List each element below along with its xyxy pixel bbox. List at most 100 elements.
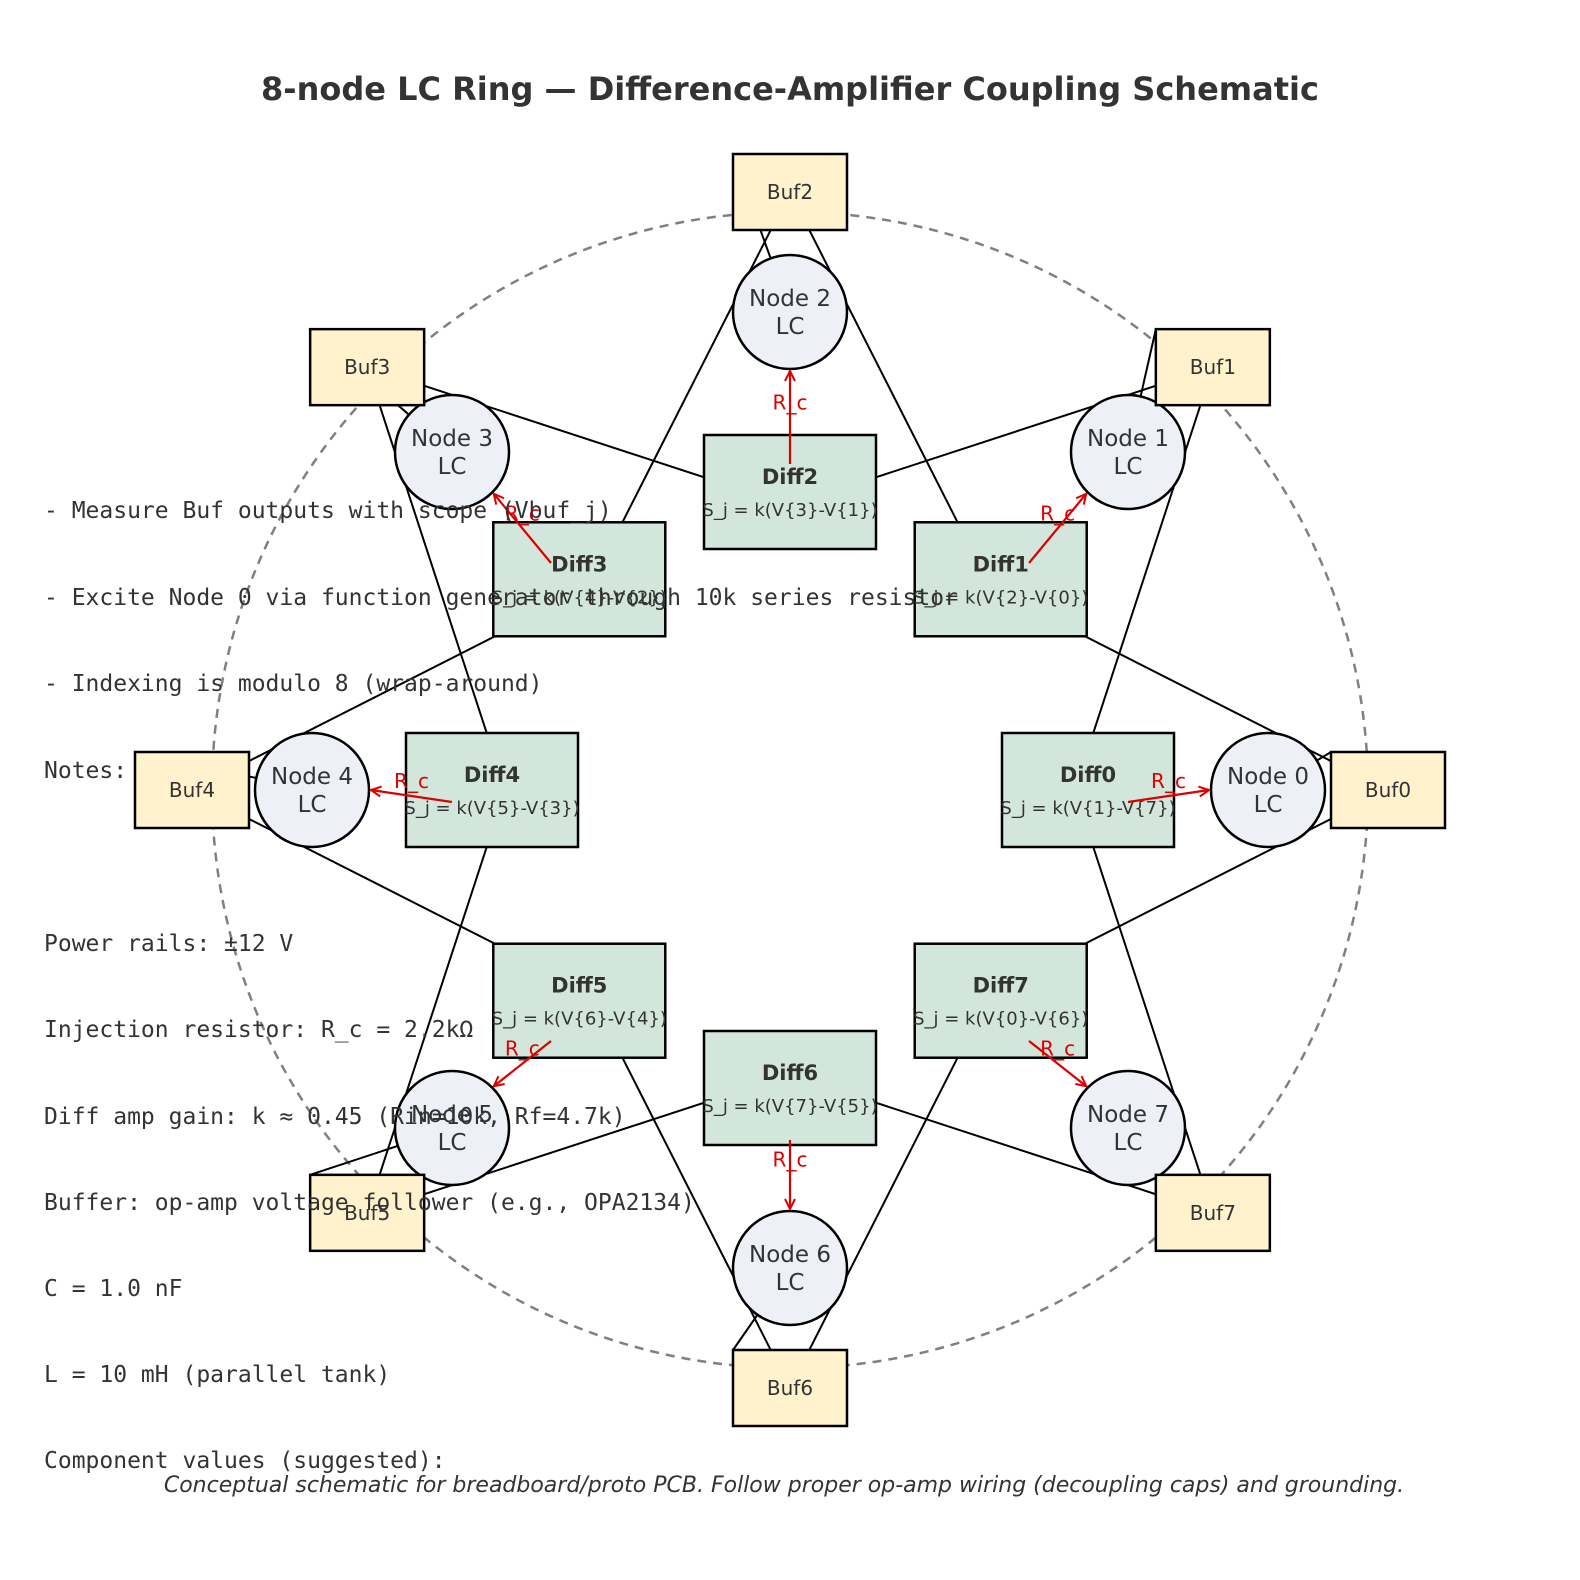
- caption: Conceptual schematic for breadboard/prot…: [164, 1473, 1404, 1498]
- coupling-layer: R_cR_cR_cR_cR_cR_cR_cR_c: [371, 371, 1209, 1209]
- diff-formula: S_j = k(V{2}-V{0}): [913, 587, 1088, 608]
- coupling-arrow: [1028, 1040, 1086, 1086]
- coupling-label: R_c: [505, 1037, 540, 1061]
- buffer-0: Buf0: [1329, 750, 1447, 830]
- buffer-box: [133, 750, 251, 830]
- buffer-diff-wire: [366, 366, 763, 497]
- diff-formula: S_j = k(V{5}-V{3}): [404, 798, 579, 819]
- coupling-label: R_c: [505, 501, 540, 525]
- inductance-text: L = 10 mH (parallel tank): [44, 1362, 390, 1388]
- note-excite: - Excite Node 0 via function generator t…: [44, 585, 958, 611]
- notes-heading: Notes:: [44, 758, 127, 784]
- buffer-diff-wire: [366, 366, 497, 763]
- lc-node-1: Node 1LC: [1069, 393, 1187, 511]
- buffer-label: Buf7: [1190, 1201, 1236, 1225]
- buffer-box: [1329, 750, 1447, 830]
- node-type: LC: [776, 314, 805, 340]
- diff-formula: S_j = k(V{1}-V{7}): [1000, 798, 1175, 819]
- diff-formula: S_j = k(V{3}-V{1}): [702, 500, 877, 521]
- diff-name: Diff3: [551, 552, 607, 576]
- diff-gain-text: Diff amp gain: k ≈ 0.45 (Rin=10k, Rf=4.7…: [44, 1104, 626, 1130]
- lc-node-2: Node 2LC: [731, 253, 849, 371]
- buffer-diff-wire: [789, 1016, 979, 1389]
- buffer-4: Buf4: [133, 750, 251, 830]
- component-values: Power rails: ±12 V Injection resistor: R…: [44, 931, 695, 1474]
- node-circle: [253, 731, 371, 849]
- buffer-diff-wire: [816, 366, 1214, 497]
- node-type: LC: [1114, 1130, 1143, 1156]
- buffer-diff-wire: [1083, 366, 1214, 763]
- buffer-label: Buf5: [344, 1201, 390, 1225]
- node-circle: [731, 253, 849, 371]
- coupling-arrow: [494, 1040, 552, 1086]
- node-circle: [393, 1069, 511, 1187]
- node-type: LC: [1114, 454, 1143, 480]
- coupling-label: R_c: [1040, 501, 1075, 525]
- note-measure: - Measure Buf outputs with scope (Vbuf_j…: [44, 498, 612, 524]
- buffer-text: Buffer: op-amp voltage follower (e.g., O…: [44, 1190, 695, 1216]
- lc-node-3: Node 3LC: [393, 393, 511, 511]
- node-name: Node 3: [411, 426, 493, 452]
- diff-box: [1000, 731, 1176, 849]
- buffer-label: Buf1: [1190, 355, 1236, 379]
- buffer-7: Buf7: [1154, 1173, 1272, 1253]
- notes-upper: - Measure Buf outputs with scope (Vbuf_j…: [44, 498, 958, 784]
- node-type: LC: [776, 1270, 805, 1296]
- node-type: LC: [1254, 792, 1283, 818]
- coupling-label: R_c: [1151, 769, 1186, 793]
- diff-name: Diff2: [762, 465, 818, 489]
- coupling-arrow: [371, 790, 453, 804]
- lc-node-4: Node 4LC: [253, 731, 371, 849]
- lc-node-0: Node 0LC: [1209, 731, 1327, 849]
- page-title: 8-node LC Ring — Difference-Amplifier Co…: [261, 70, 1319, 108]
- buffer-3: Buf3: [308, 327, 426, 407]
- node-type: LC: [298, 792, 327, 818]
- coupling-label: R_c: [394, 769, 429, 793]
- buffer-6: Buf6: [731, 1348, 849, 1428]
- buffer-diff-wire: [816, 1083, 1214, 1214]
- injection-resistor-text: Injection resistor: R_c = 2.2kΩ: [44, 1017, 473, 1043]
- buffer-box: [1154, 327, 1272, 407]
- capacitance-text: C = 1.0 nF: [44, 1276, 182, 1302]
- buffer-5: Buf5: [308, 1173, 426, 1253]
- node-name: Node 2: [749, 286, 831, 312]
- diff-box: [492, 942, 667, 1059]
- buffer-diff-wire: [601, 1016, 791, 1389]
- coupling-arrow: [1028, 494, 1086, 564]
- node-circle: [1069, 1069, 1187, 1187]
- buffer-diff-wire: [601, 191, 791, 564]
- buffer-box: [731, 1348, 849, 1428]
- diff-box: [913, 942, 1088, 1059]
- buffer-label: Buf0: [1365, 778, 1411, 802]
- buffer-box: [308, 1173, 426, 1253]
- diff-name: Diff4: [464, 763, 520, 787]
- buffer-2: Buf2: [731, 152, 849, 232]
- buffer-label: Buf2: [767, 180, 813, 204]
- coupling-label: R_c: [773, 1148, 808, 1172]
- node-name: Node 1: [1087, 426, 1169, 452]
- buffer-diff-wire: [789, 191, 979, 564]
- buffer-diff-wire: [366, 816, 497, 1214]
- node-type: LC: [438, 1130, 467, 1156]
- node-name: Node 7: [1087, 1102, 1169, 1128]
- buffer-diff-wire: [1083, 816, 1214, 1214]
- diff-name: Diff5: [551, 974, 607, 998]
- lc-node-6: Node 6LC: [731, 1209, 849, 1327]
- diff-name: Diff0: [1060, 763, 1116, 787]
- diff-formula: S_j = k(V{6}-V{4}): [492, 1009, 667, 1030]
- buffer-label: Buf3: [344, 355, 390, 379]
- node-circle: [1209, 731, 1327, 849]
- node-name: Node 4: [271, 764, 353, 790]
- diff-box: [404, 731, 580, 849]
- node-circle: [1069, 393, 1187, 511]
- diff-name: Diff7: [973, 974, 1029, 998]
